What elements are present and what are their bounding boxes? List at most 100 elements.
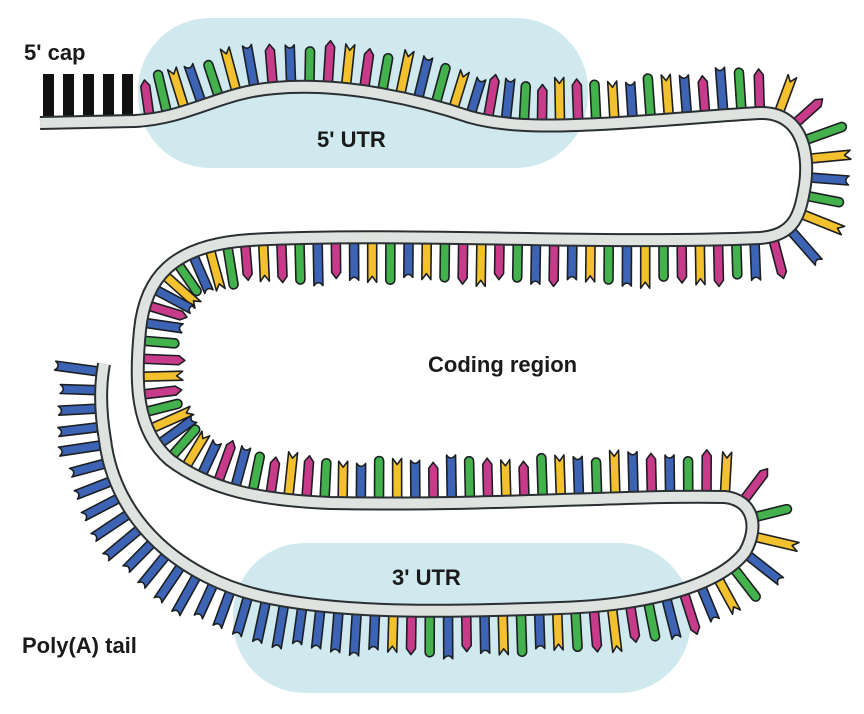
nucleotide [658,243,669,282]
nucleotide [152,284,196,315]
cap-bar [83,74,94,116]
nucleotide [366,240,378,284]
nucleotide [712,242,725,288]
nucleotide [271,603,290,650]
nucleotide [603,243,615,285]
nucleotide [377,53,394,92]
nucleotide [141,335,180,349]
nucleotide [714,66,729,113]
nucleotide [733,67,747,112]
nucleotide [457,241,469,285]
nucleotide [193,581,219,620]
nucleotide [330,240,342,280]
nucleotide [167,424,201,461]
nucleotide [701,449,713,494]
nucleotide [188,253,214,295]
nucleotide [676,243,688,284]
nucleotide [251,599,272,645]
nucleotide [230,445,252,489]
nucleotide [571,78,584,122]
utr5-label: 5' UTR [317,127,386,152]
nucleotide [247,451,265,493]
nucleotide [231,594,254,638]
nucleotide [497,612,510,656]
nucleotide [572,455,585,497]
nucleotide [661,596,682,641]
nucleotide [80,493,122,522]
coding-region-label: Coding region [428,352,578,377]
cap-bar [122,74,133,116]
nucleotide [57,403,99,416]
nucleotide [589,79,602,122]
nucleotide [355,462,367,501]
nucleotide [808,172,850,186]
nucleotide [445,454,458,500]
nucleotide [678,74,693,116]
nucleotide [805,190,845,208]
nucleotide [257,242,271,283]
nucleotide [439,240,451,283]
nucleotide [808,149,852,164]
nucleotide [530,242,542,286]
nucleotide [608,449,621,496]
nucleotide [424,613,436,658]
nucleotide [265,456,281,496]
nucleotide [511,242,524,283]
nucleotide [500,77,516,121]
nucleotide [284,44,297,84]
nucleotide [386,613,399,654]
nucleotide [621,243,633,287]
nucleotide [329,610,344,654]
nucleotide [409,459,421,501]
nucleotide [475,241,487,288]
rna-backbone-fill [39,81,812,616]
nucleotide [465,76,487,116]
nucleotide [403,240,414,279]
nucleotide [239,243,253,282]
nucleotide [768,237,788,280]
nucleotide-bases [53,39,852,660]
nucleotide [590,457,603,496]
nucleotide [553,76,566,123]
nucleotide [639,243,651,289]
nucleotide [291,605,308,646]
nucleotide [241,43,260,89]
nucleotide [322,39,336,85]
nucleotide [499,458,512,499]
utr3-label: 3' UTR [392,565,461,590]
nucleotide [731,241,743,280]
nucleotide [682,456,694,494]
nucleotide [799,209,846,236]
nucleotide [774,73,798,115]
nucleotide [786,226,823,267]
nucleotide [481,457,494,500]
nucleotide [373,455,385,501]
cap-structure [43,74,133,116]
nucleotide [749,241,762,282]
nucleotide [551,611,564,652]
cap-label: 5' cap [24,40,86,65]
nucleotide [548,242,560,288]
nucleotide [183,62,207,105]
nucleotide [212,588,236,630]
nucleotide [57,421,101,438]
cap-bar [43,74,54,116]
nucleotide [122,538,157,574]
nucleotide [141,385,183,400]
nucleotide [319,457,332,500]
nucleotide [197,439,223,478]
nucleotide [744,550,785,586]
nucleotide [421,240,433,281]
nucleotide [304,46,316,84]
nucleotide [203,59,224,99]
nucleotide [391,457,403,501]
nucleotide [384,240,396,286]
nucleotide [301,454,315,499]
nucleotide [694,242,706,286]
nucleotide [660,73,675,117]
nucleotide [536,83,548,123]
cap-bar [63,74,74,116]
nucleotide [627,450,639,495]
nucleotide [137,551,171,589]
nucleotide [430,62,451,105]
